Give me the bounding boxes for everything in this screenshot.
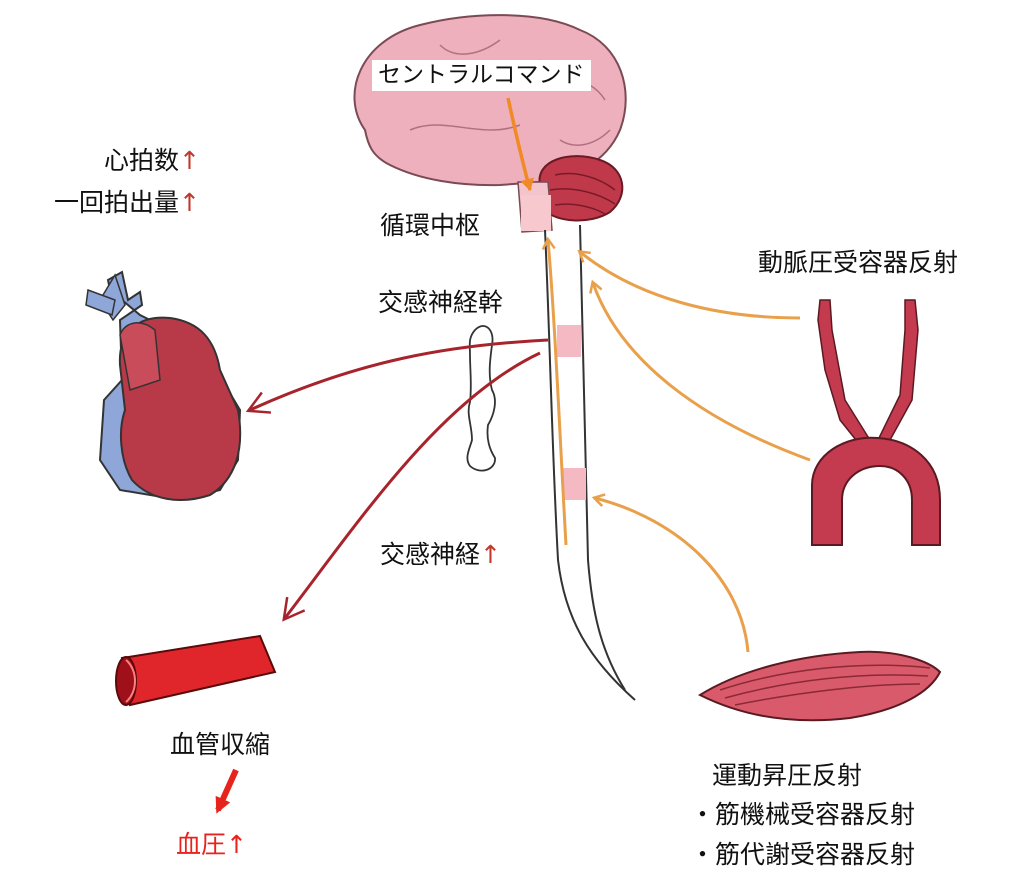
mechanoreflex-label: ・筋機械受容器反射: [690, 802, 915, 827]
heart-rate-label: 心拍数↑: [40, 148, 200, 173]
increase-marker: ↑: [480, 540, 501, 569]
aortic-arch-icon: [812, 300, 940, 545]
heart-rate-text: 心拍数: [104, 146, 179, 175]
heart-icon: [86, 272, 240, 500]
baroreflex-arrow-lower: [593, 283, 810, 460]
increase-marker: ↑: [179, 188, 200, 217]
efferent-arrows: [250, 340, 548, 618]
blood-pressure-arrow: [218, 770, 236, 810]
stroke-volume-label: 一回拍出量↑: [0, 190, 200, 215]
blood-pressure-label: 血圧↑: [176, 832, 247, 857]
vessel-efferent-arrow: [285, 353, 540, 618]
increase-marker: ↑: [226, 830, 247, 859]
sympathetic-nerve-label: 交感神経↑: [380, 542, 501, 567]
sympathetic-trunk-label: 交感神経幹: [378, 290, 503, 315]
increase-marker: ↑: [179, 146, 200, 175]
muscle-reflex-arrow: [595, 498, 748, 652]
blood-vessel-icon: [116, 636, 275, 705]
exercise-pressor-reflex-label: 運動昇圧反射: [712, 763, 862, 788]
vasoconstriction-label: 血管収縮: [170, 732, 270, 757]
muscle-icon: [700, 652, 940, 720]
cerebellum-icon: [540, 156, 623, 220]
baroreflex-label: 動脈圧受容器反射: [758, 250, 958, 275]
spinal-cord-icon: [545, 225, 635, 700]
stroke-volume-text: 一回拍出量: [54, 188, 179, 217]
metaboreflex-label: ・筋代謝受容器反射: [690, 842, 915, 867]
sympathetic-nerve-text: 交感神経: [380, 540, 480, 569]
blood-pressure-text: 血圧: [176, 830, 226, 859]
brain-icon: [354, 15, 625, 232]
central-command-label: セントラルコマンド: [372, 60, 591, 91]
circulatory-center-label: 循環中枢: [380, 213, 480, 238]
